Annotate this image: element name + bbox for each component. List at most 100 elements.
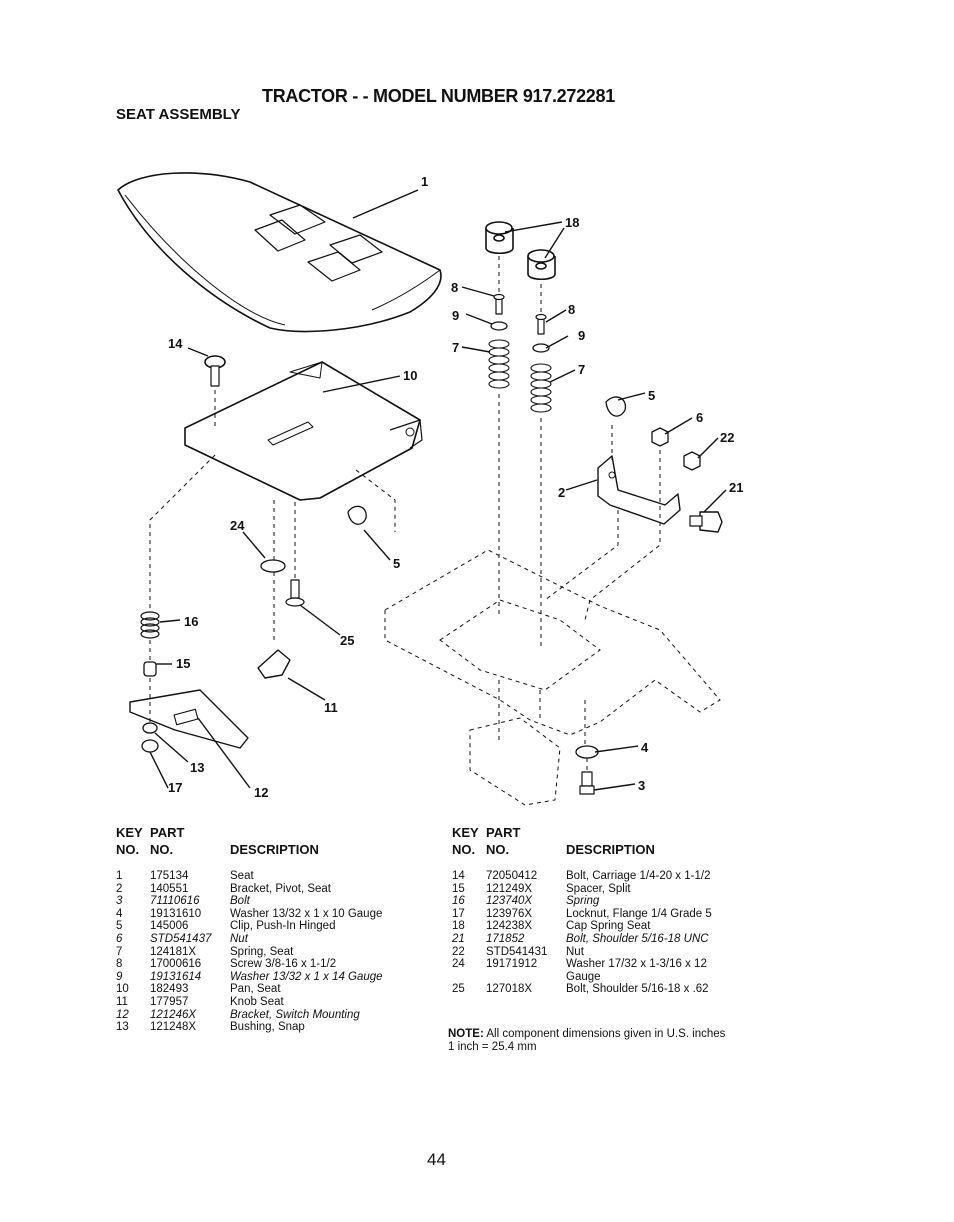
seat-part <box>117 172 442 333</box>
key-cell: 14 <box>452 870 465 882</box>
description-cell: Washer 13/32 x 1 x 14 Gauge <box>230 970 383 983</box>
description-header: DESCRIPTION <box>230 842 319 857</box>
description-cell: Washer 17/32 x 1-3/16 x 12 <box>566 958 707 971</box>
description-cell: Nut <box>230 933 248 945</box>
part-number-cell: 72050412 <box>486 870 538 882</box>
description-cell: Washer 13/32 x 1 x 10 Gauge <box>230 907 383 920</box>
callout-label: 14 <box>168 336 183 351</box>
part-number-cell: 175134 <box>150 870 189 882</box>
key-cell: 25 <box>452 983 465 996</box>
callout-label: 5 <box>393 556 400 571</box>
callout-label: 5 <box>648 388 655 403</box>
key-cell: 3 <box>116 895 123 908</box>
key-cell: 21 <box>452 933 465 945</box>
part-number-cell: 140551 <box>150 882 189 895</box>
callout-label: 4 <box>641 740 649 755</box>
part-number-cell: STD541431 <box>486 945 548 958</box>
note-block: NOTE: All component dimensions given in … <box>448 1028 725 1054</box>
page-title: TRACTOR - - MODEL NUMBER 917.272281 <box>262 86 615 106</box>
description-cell: Bolt, Shoulder 5/16-18 UNC <box>566 933 709 945</box>
key-cell: 24 <box>452 958 465 971</box>
part-number-cell: 124181X <box>150 945 197 958</box>
part-header: PART <box>150 825 185 840</box>
carriage-bolt-part <box>204 355 226 387</box>
callout-label: 18 <box>565 215 579 230</box>
part-number-cell: 19131610 <box>150 907 202 920</box>
description-cell: Spacer, Split <box>566 882 631 895</box>
description-cell: Cap Spring Seat <box>566 920 651 933</box>
description-cell: Bracket, Switch Mounting <box>230 1008 360 1021</box>
callout-label: 21 <box>729 480 743 495</box>
key-no-header: NO. <box>452 842 476 857</box>
callout-label: 10 <box>403 368 417 383</box>
part-no-header: NO. <box>150 842 174 857</box>
description-cell: Knob Seat <box>230 996 284 1008</box>
key-no-header: NO. <box>116 842 140 857</box>
key-cell: 18 <box>452 920 465 933</box>
callout-label: 16 <box>184 614 198 629</box>
callout-label: 9 <box>578 328 585 343</box>
callout-label: 9 <box>452 308 459 323</box>
key-cell: 13 <box>116 1021 129 1034</box>
callout-label: 15 <box>176 656 190 671</box>
key-header: KEY <box>452 825 479 840</box>
part-number-cell: 127018X <box>486 983 533 996</box>
key-cell: 16 <box>452 895 465 908</box>
description-cell: Bracket, Pivot, Seat <box>230 882 331 895</box>
key-cell: 2 <box>116 882 123 895</box>
callout-label: 13 <box>190 760 204 775</box>
key-cell: 7 <box>116 945 123 958</box>
description-cell: Bushing, Snap <box>230 1021 305 1034</box>
key-cell: 10 <box>116 983 129 996</box>
key-cell: 11 <box>116 996 128 1008</box>
callout-label: 11 <box>324 700 338 715</box>
description-cell: Nut <box>566 945 584 958</box>
callout-label: 7 <box>452 340 459 355</box>
description-header: DESCRIPTION <box>566 842 655 857</box>
part-number-cell: 71110616 <box>150 895 200 908</box>
part-number-cell: 121249X <box>486 882 533 895</box>
part-number-cell: 123740X <box>486 895 533 908</box>
description-cell: Seat <box>230 870 254 882</box>
key-cell: 1 <box>116 870 123 882</box>
key-cell: 5 <box>116 920 123 933</box>
description-cell: Spring, Seat <box>230 945 294 958</box>
callout-label: 8 <box>451 280 458 295</box>
callout-label: 24 <box>230 518 245 533</box>
key-cell: 6 <box>116 933 123 945</box>
part-number-cell: 123976X <box>486 907 533 920</box>
part-no-header: NO. <box>486 842 510 857</box>
section-title: SEAT ASSEMBLY <box>116 106 241 123</box>
key-cell: 9 <box>116 970 123 983</box>
page-number: 44 <box>427 1150 446 1169</box>
description-cell: Bolt, Carriage 1/4-20 x 1-1/2 <box>566 870 711 882</box>
seat-pan-part <box>184 361 423 501</box>
description-cell: Clip, Push-In Hinged <box>230 920 336 933</box>
key-cell: 4 <box>116 907 123 920</box>
description-cell: Pan, Seat <box>230 983 281 996</box>
part-number-cell: 17000616 <box>150 958 202 971</box>
callout-label: 2 <box>558 485 565 500</box>
part-header: PART <box>486 825 521 840</box>
note-text: All component dimensions given in U.S. i… <box>486 1028 726 1040</box>
key-cell: 15 <box>452 882 465 895</box>
part-number-cell: 19131614 <box>150 970 202 983</box>
description-cell: Bolt <box>230 895 250 908</box>
part-number-cell: 145006 <box>150 920 189 933</box>
key-cell: 12 <box>116 1008 129 1021</box>
part-number-cell: 124238X <box>486 920 533 933</box>
part-number-cell: 171852 <box>486 933 525 945</box>
callout-label: 6 <box>696 410 703 425</box>
callout-label: 7 <box>578 362 585 377</box>
exploded-parts-diagram: 1 14 10 24 5 16 25 15 11 13 17 12 18 8 9… <box>117 172 743 806</box>
part-number-cell: 177957 <box>150 996 189 1008</box>
description-cell: Bolt, Shoulder 5/16-18 x .62 <box>566 983 709 996</box>
description-cell: Spring <box>566 895 600 908</box>
callout-label: 17 <box>168 780 182 795</box>
note-label: NOTE: <box>448 1028 484 1040</box>
note-conversion: 1 inch = 25.4 mm <box>448 1041 537 1053</box>
callout-label: 1 <box>421 174 428 189</box>
description-cell: Locknut, Flange 1/4 Grade 5 <box>566 907 712 920</box>
key-cell: 22 <box>452 945 465 958</box>
description-cell: Gauge <box>566 970 601 983</box>
